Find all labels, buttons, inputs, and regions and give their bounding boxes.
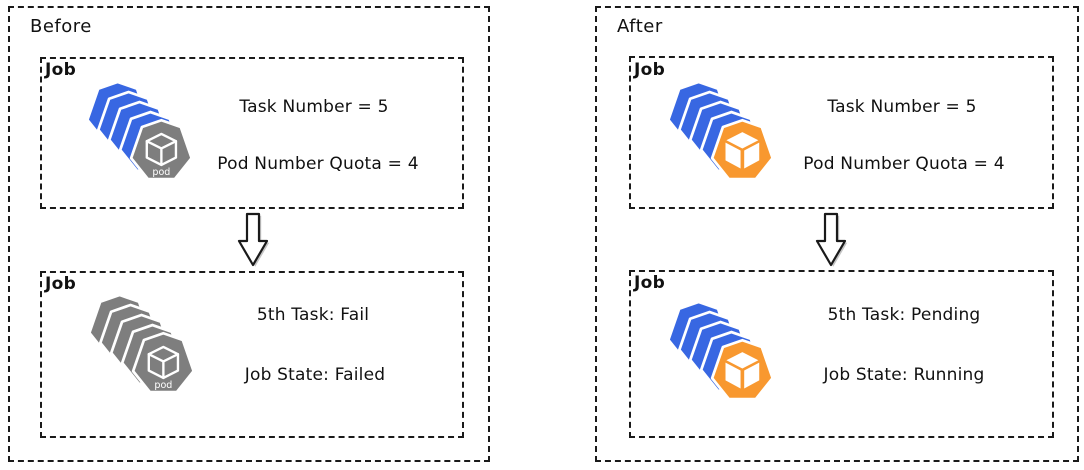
panel-after-title: After (617, 16, 663, 37)
job-label: Job (634, 273, 666, 293)
panel-before-title: Before (30, 16, 92, 37)
pod-icon-label: pod (154, 380, 172, 391)
task-state-text: 5th Task: Pending (827, 305, 981, 325)
job-state-text: Job State: Running (823, 365, 985, 385)
pod-stack-blue-gray-icon: pod (86, 80, 193, 181)
pod-stack-gray-gray-icon: pod (88, 293, 195, 394)
pod-quota-text: Pod Number Quota = 4 (803, 154, 1005, 174)
job-label: Job (45, 274, 77, 294)
pod-quota-text: Pod Number Quota = 4 (217, 154, 419, 174)
task-state-text: 5th Task: Fail (256, 305, 370, 325)
job-label: Job (45, 60, 77, 80)
down-arrow-icon (815, 212, 848, 267)
task-number-text: Task Number = 5 (239, 97, 389, 117)
pod-icon-label: pod (152, 167, 170, 178)
task-number-text: Task Number = 5 (827, 97, 977, 117)
down-arrow-icon (237, 212, 270, 267)
job-label: Job (634, 60, 666, 80)
job-state-text: Job State: Failed (244, 365, 386, 385)
